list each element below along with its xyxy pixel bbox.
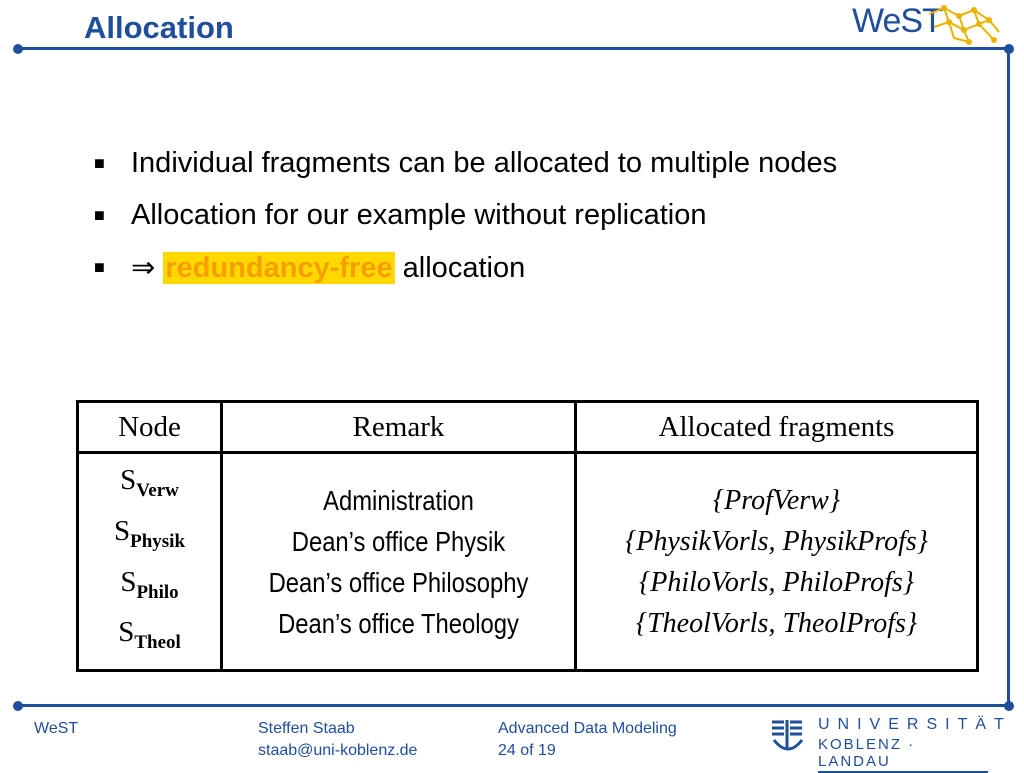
fragments-value: {ProfVerw} <box>712 484 841 516</box>
header-divider <box>18 47 1010 50</box>
right-border-line <box>1007 49 1010 703</box>
remark-cell: Administration Dean’s office Physik Dean… <box>220 450 577 673</box>
highlighted-term: redundancy-free <box>163 252 395 284</box>
university-emblem-icon <box>772 720 804 751</box>
node-value: SPhysik <box>113 514 186 552</box>
bullet-text: Individual fragments can be allocated to… <box>131 147 838 179</box>
footer-author-block: Steffen Staab staab@uni-koblenz.de <box>258 718 417 762</box>
fragments-value: {TheolVorls, TheolProfs} <box>635 607 918 639</box>
node-value: STheol <box>118 616 181 654</box>
square-bullet-icon: ■ <box>94 153 105 173</box>
bullet-item: ■ Individual fragments can be allocated … <box>94 142 924 184</box>
column-header-remark: Remark <box>220 400 577 454</box>
footer-page: 24 of 19 <box>498 742 556 759</box>
column-header-node: Node <box>76 400 223 454</box>
footer-org: WeST <box>34 720 79 737</box>
bullet-item: ■ ⇒ redundancy-free allocation <box>94 246 924 289</box>
square-bullet-icon: ■ <box>94 205 105 225</box>
page-title: Allocation <box>84 10 234 45</box>
bullet-item: ■ Allocation for our example without rep… <box>94 194 924 236</box>
footer-divider <box>18 704 1010 707</box>
university-location: KOBLENZ · LANDAU <box>818 736 988 773</box>
implies-arrow: ⇒ <box>131 250 156 284</box>
west-logo-text: WeST <box>852 2 943 40</box>
footer-course-block: Advanced Data Modeling 24 of 19 <box>498 718 677 762</box>
fragments-value: {PhiloVorls, PhiloProfs} <box>639 566 914 598</box>
remark-value: Dean’s office Physik <box>291 525 506 557</box>
university-name: UNIVERSITÄT <box>818 716 1012 733</box>
node-cell: SVerw SPhysik SPhilo STheol <box>76 450 223 673</box>
footer-course: Advanced Data Modeling <box>498 720 677 737</box>
bullet-text: allocation <box>402 252 526 284</box>
university-logo: UNIVERSITÄT KOBLENZ · LANDAU <box>768 716 1004 773</box>
node-value: SPhilo <box>120 565 179 603</box>
fragments-cell: {ProfVerw} {PhysikVorls, PhysikProfs} {P… <box>574 450 979 673</box>
west-logo: WeST <box>852 2 1002 48</box>
table-header-row: Node Remark Allocated fragments <box>76 400 979 454</box>
footer-author: Steffen Staab <box>258 720 355 737</box>
square-bullet-icon: ■ <box>94 257 105 277</box>
column-header-fragments: Allocated fragments <box>574 400 979 454</box>
fragments-value: {PhysikVorls, PhysikProfs} <box>625 525 928 557</box>
remark-value: Administration <box>323 484 474 516</box>
footer-line-dot-right <box>1004 701 1014 711</box>
allocation-table: Node Remark Allocated fragments SVerw SP… <box>76 400 979 673</box>
footer-email: staab@uni-koblenz.de <box>258 742 418 759</box>
bullet-list: ■ Individual fragments can be allocated … <box>94 142 924 299</box>
bullet-text: Allocation for our example without repli… <box>131 199 707 231</box>
node-value: SVerw <box>120 464 179 501</box>
remark-value: Dean’s office Philosophy <box>268 566 529 598</box>
remark-value: Dean’s office Theology <box>278 607 519 639</box>
table-body-row: SVerw SPhysik SPhilo STheol Administrati… <box>76 450 979 673</box>
network-graphic-icon <box>928 5 1000 45</box>
